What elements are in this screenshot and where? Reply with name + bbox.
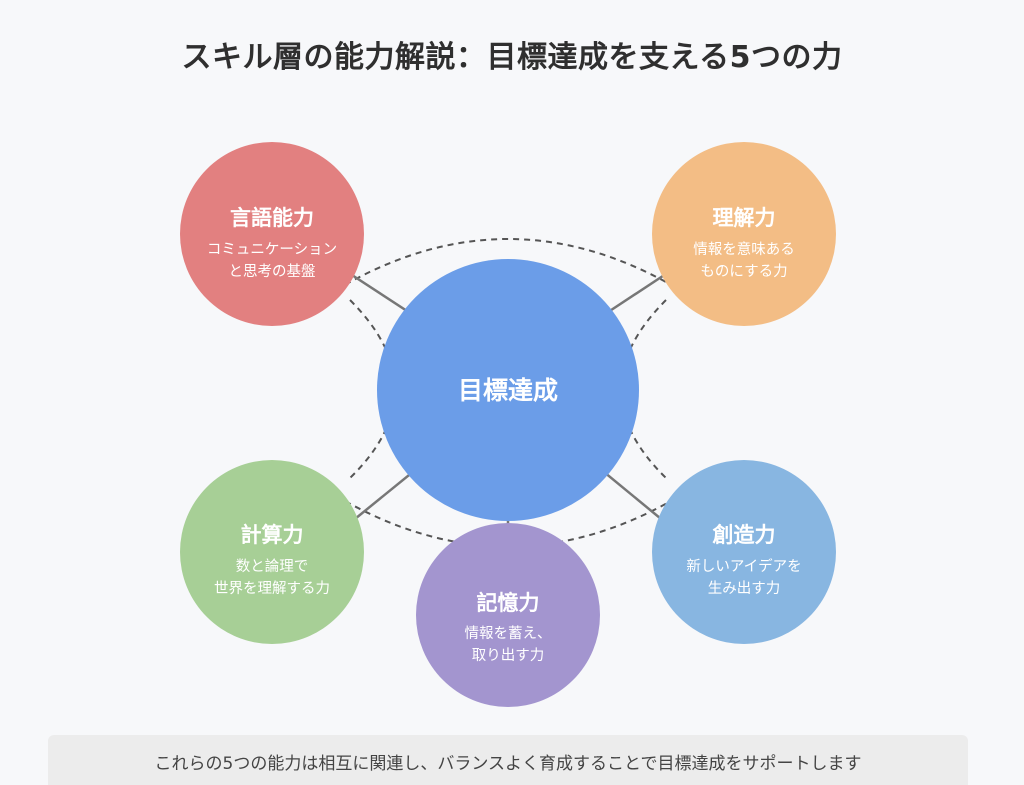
node-calculation: 計算力 数と論理で 世界を理解する力 — [180, 460, 364, 644]
node-memory: 記憶力 情報を蓄え、 取り出す力 — [416, 523, 600, 707]
node-understanding-title: 理解力 — [713, 206, 776, 230]
center-node: 目標達成 — [377, 259, 639, 521]
node-understanding-desc-1: 情報を意味ある — [693, 240, 795, 258]
node-creativity-title: 創造力 — [713, 523, 776, 547]
node-understanding: 理解力 情報を意味ある ものにする力 — [652, 142, 836, 326]
dashed-arc-top — [307, 238, 709, 309]
center-label: 目標達成 — [458, 376, 558, 405]
node-memory-desc-1: 情報を蓄え、 — [465, 625, 552, 642]
node-memory-title: 記憶力 — [477, 591, 540, 615]
node-language-desc-2: と思考の基盤 — [229, 263, 316, 280]
center-circle — [377, 259, 639, 521]
node-memory-circle — [416, 523, 600, 707]
node-calculation-title: 計算力 — [241, 523, 304, 547]
node-understanding-desc-2: ものにする力 — [700, 263, 787, 280]
footer-note: これらの5つの能力は相互に関連し、バランスよく育成することで目標達成をサポートし… — [48, 735, 968, 785]
node-calculation-desc-1: 数と論理で — [236, 558, 309, 575]
node-memory-desc-2: 取り出す力 — [472, 647, 545, 664]
footer-text: これらの5つの能力は相互に関連し、バランスよく育成することで目標達成をサポートし… — [154, 754, 862, 774]
node-language-title: 言語能力 — [230, 206, 314, 230]
node-language: 言語能力 コミュニケーション と思考の基盤 — [180, 142, 364, 326]
node-language-circle — [180, 142, 364, 326]
page-title: スキル層の能力解説：目標達成を支える5つの力 — [181, 40, 843, 75]
node-creativity-desc-1: 新しいアイデアを — [686, 557, 801, 575]
node-calculation-desc-2: 世界を理解する力 — [214, 580, 330, 597]
node-creativity-desc-2: 生み出す力 — [708, 580, 781, 597]
node-creativity-circle — [652, 460, 836, 644]
node-understanding-circle — [652, 142, 836, 326]
node-creativity: 創造力 新しいアイデアを 生み出す力 — [652, 460, 836, 644]
node-language-desc-1: コミュニケーション — [207, 241, 337, 258]
node-calculation-circle — [180, 460, 364, 644]
